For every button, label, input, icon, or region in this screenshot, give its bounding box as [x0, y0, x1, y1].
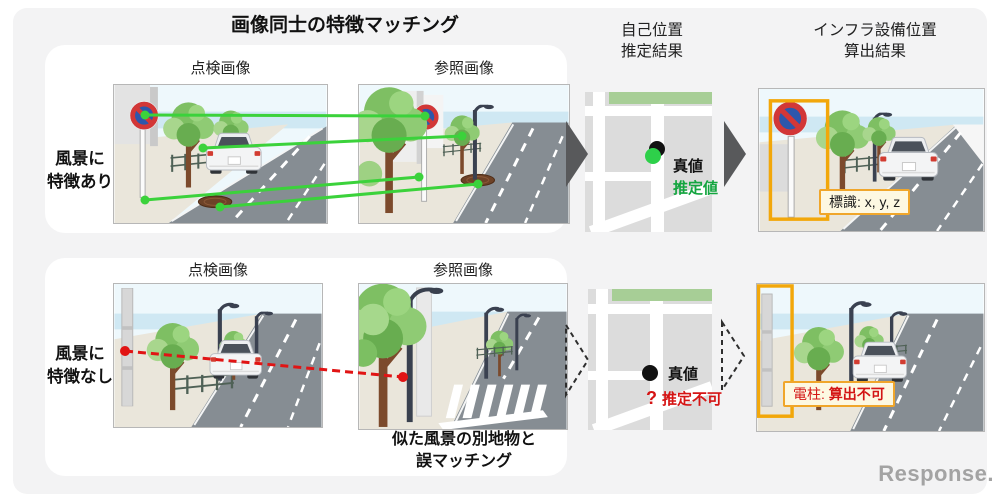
- stop-line: [438, 410, 548, 429]
- utility-pole-icon: [761, 293, 773, 407]
- sign-pole: [139, 127, 146, 198]
- column-header-line: 推定結果: [620, 43, 683, 60]
- mismatch-caption: 似た風景の別地物と 誤マッチング: [391, 431, 536, 470]
- building: [759, 144, 790, 192]
- street-scene-illustration: [114, 284, 322, 427]
- column-header-line: 算出結果: [843, 43, 906, 60]
- utility-pole-icon: [416, 287, 432, 417]
- street-scene-illustration: [359, 284, 567, 429]
- utility-pole-icon: [121, 287, 134, 407]
- street-scene-illustration: [114, 85, 327, 223]
- row1-inspection-image-label: 点検画像: [190, 60, 251, 77]
- row1-true-value-label: 真値: [673, 158, 704, 175]
- street-scene-illustration: [757, 284, 984, 431]
- column-header-infra-position: インフラ設備位置 算出結果: [775, 20, 975, 62]
- row1-estimate-label: 推定値: [673, 180, 719, 197]
- map-park-area: [612, 289, 712, 301]
- row1-reference-image-label: 参照画像: [433, 60, 494, 77]
- highlight-rectangle: [768, 99, 830, 221]
- no-parking-sign-icon: [130, 102, 158, 130]
- row1-label: 風景に 特徴あり: [47, 150, 113, 191]
- highlight-rectangle: [757, 284, 794, 418]
- no-parking-sign-icon: [773, 102, 807, 136]
- row1-inspection-street-image: [113, 84, 328, 224]
- street-lamp-icon: [406, 287, 444, 423]
- result-box-prefix: 電柱:: [793, 386, 829, 402]
- column-header-line: 自己位置: [620, 22, 683, 39]
- manhole-icon: [197, 195, 233, 209]
- row2-position-map: [588, 289, 712, 430]
- row2-reference-street-image: [358, 283, 568, 430]
- question-mark: ?: [646, 388, 657, 408]
- row2-true-value-label: 真値: [668, 366, 699, 383]
- row1-result-box: 標識: x, y, z: [819, 189, 911, 215]
- response-logo: Response.: [878, 461, 994, 486]
- map-park-area: [609, 92, 712, 104]
- figure-title: 画像同士の特徴マッチング: [230, 15, 459, 36]
- row2-estimation-failed-label: ?推定不可: [646, 388, 723, 408]
- street-scene-illustration: [359, 85, 569, 223]
- row2-label: 風景に 特徴なし: [47, 345, 113, 386]
- sign-pole: [787, 135, 795, 218]
- row2-result-street-image: [756, 283, 985, 432]
- street-scene-illustration: [759, 89, 984, 231]
- column-header-self-position: 自己位置 推定結果: [587, 20, 717, 62]
- row2-inspection-street-image: [113, 283, 323, 428]
- row2-reference-image-label: 参照画像: [432, 262, 493, 279]
- row2-result-box: 電柱: 算出不可: [783, 381, 895, 407]
- column-header-line: インフラ設備位置: [813, 22, 937, 39]
- row2-inspection-image-label: 点検画像: [187, 262, 248, 279]
- manhole-icon: [460, 173, 496, 187]
- sign-pole: [421, 127, 428, 202]
- row1-reference-street-image: [358, 84, 570, 224]
- result-box-value: 算出不可: [828, 386, 885, 402]
- crosswalk-icon: [445, 384, 547, 419]
- map-illustration: [588, 289, 712, 430]
